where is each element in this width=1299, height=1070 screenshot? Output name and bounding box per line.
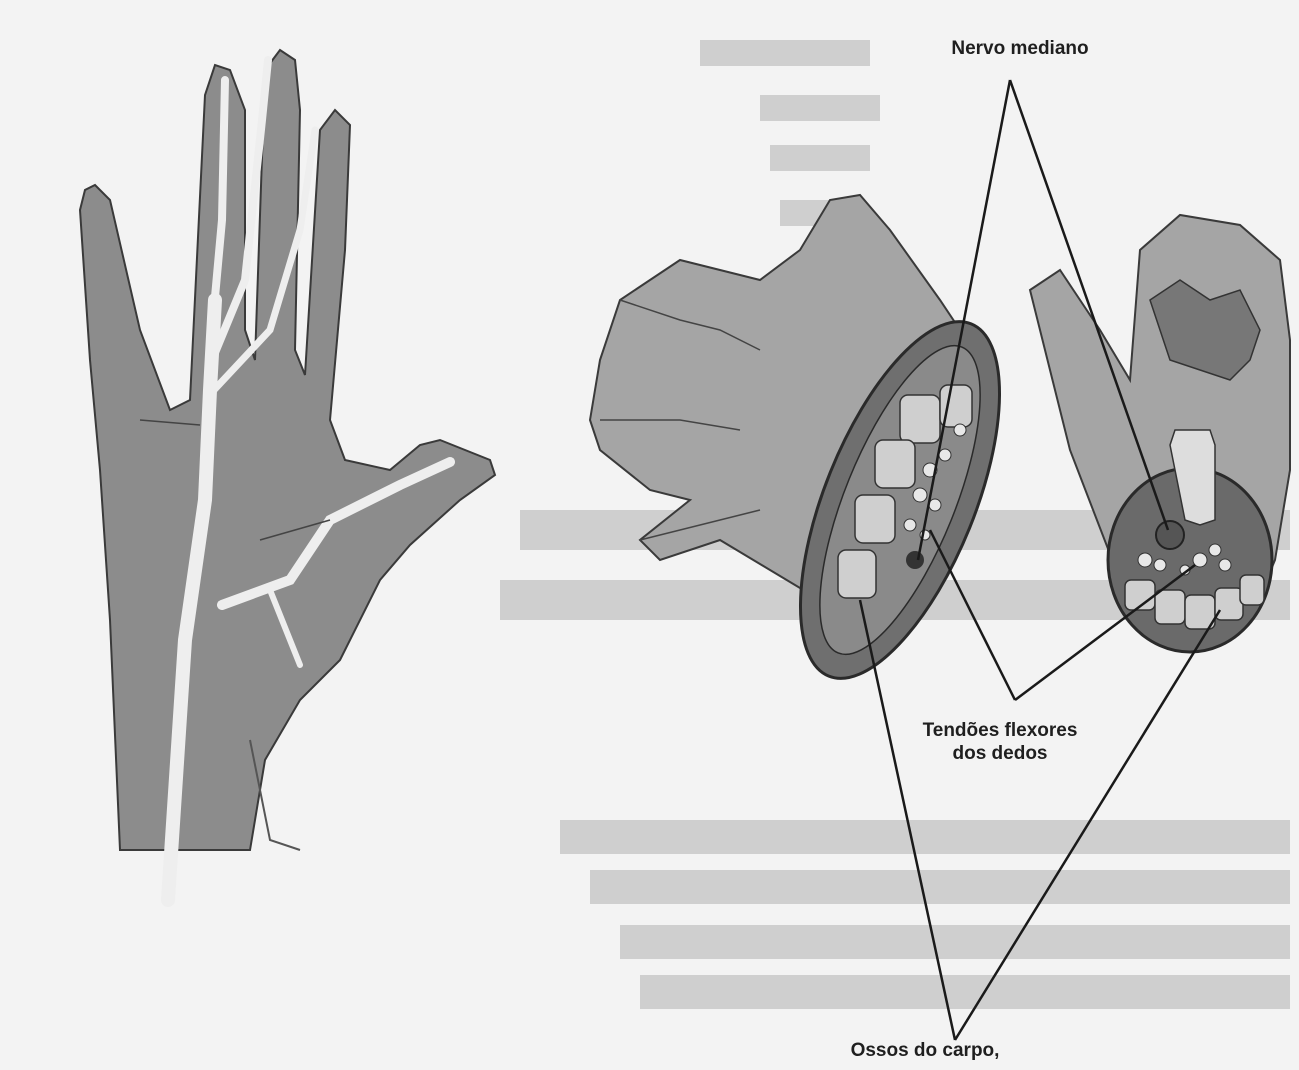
label-tendoes-line2: dos dedos <box>952 743 1047 764</box>
left-hand-illustration <box>80 50 495 900</box>
label-tendoes-flexores: Tendões flexores dos dedos <box>900 720 1100 766</box>
label-ossos-do-carpo: Ossos do carpo, <box>840 1040 1010 1063</box>
left-hand-shape <box>80 50 495 850</box>
label-nervo-mediano: Nervo mediano <box>930 38 1110 61</box>
median-nerve-right <box>1156 521 1184 549</box>
median-nerve-middle <box>906 551 924 569</box>
label-tendoes-line1: Tendões flexores <box>923 720 1078 741</box>
